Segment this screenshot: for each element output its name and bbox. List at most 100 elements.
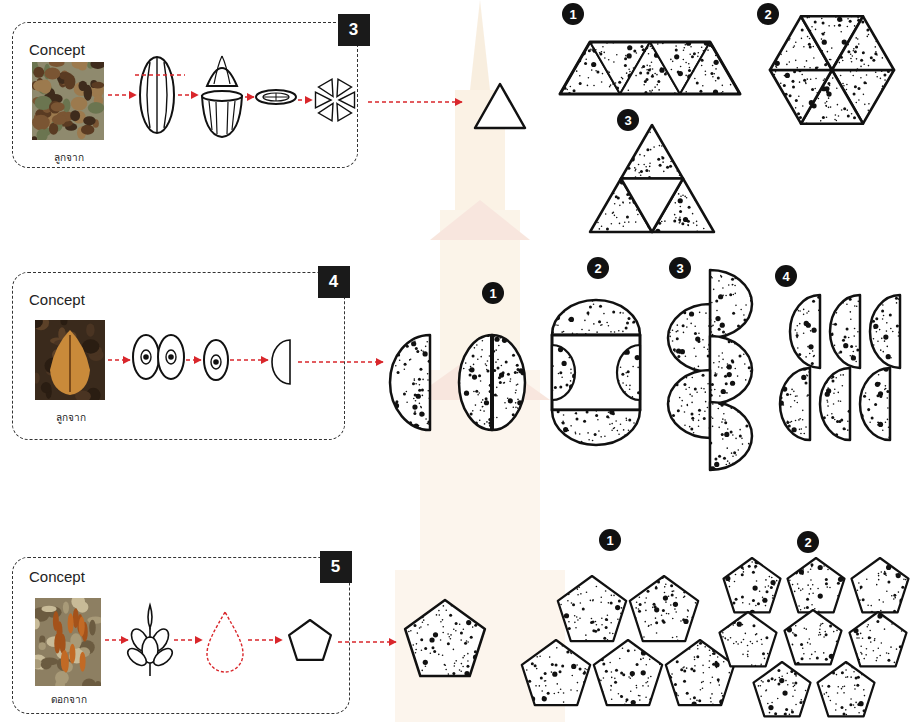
illustration-part: [749, 274, 751, 276]
illustration-part: [714, 374, 717, 377]
illustration-part: [775, 66, 777, 68]
illustration-part: [608, 187, 610, 189]
illustration-part: [677, 324, 679, 326]
illustration-part: [771, 121, 773, 123]
illustration-part: [575, 48, 577, 50]
illustration-part: [830, 300, 833, 303]
illustration-part: [423, 413, 425, 415]
illustration-part: [813, 356, 815, 358]
pattern-tile: [830, 295, 860, 369]
illustration-part: [151, 645, 176, 668]
illustration-part: [678, 307, 680, 309]
illustration-part: [864, 104, 866, 106]
illustration-part: [803, 79, 806, 82]
illustration-part: [415, 383, 417, 385]
illustration-part: [837, 38, 839, 40]
illustration-part: [839, 62, 841, 64]
illustration-part: [579, 82, 582, 85]
illustration-part: [619, 397, 622, 400]
illustration-part: [797, 347, 799, 349]
illustration-part: [863, 63, 865, 65]
illustration-part: [831, 378, 833, 380]
illustration-part: [646, 69, 648, 71]
illustration-part: [837, 392, 839, 394]
illustration-part: [687, 220, 690, 223]
illustration-part: [272, 340, 290, 384]
illustration-part: [713, 73, 715, 75]
illustration-part: [838, 352, 840, 354]
illustration-part: [813, 113, 816, 116]
illustration-part: [847, 420, 849, 422]
illustration-part: [740, 399, 743, 402]
illustration-part: [729, 65, 731, 67]
illustration-part: [854, 88, 856, 90]
illustration-part: [737, 375, 739, 377]
illustration-part: [621, 125, 683, 179]
illustration-part: [885, 108, 888, 111]
illustration-part: [616, 344, 640, 401]
illustration-part: [588, 77, 590, 79]
illustration-part: [492, 335, 525, 430]
pattern-tile: [668, 370, 711, 439]
illustration-part: [688, 63, 690, 65]
illustration-part: [632, 366, 634, 368]
illustration-part: [390, 335, 430, 430]
illustration-part: [690, 427, 693, 430]
illustration-part: [551, 410, 638, 446]
illustration-part: [517, 372, 519, 374]
illustration-part: [809, 46, 812, 49]
illustration-part: [559, 371, 562, 374]
illustration-part: [592, 440, 594, 442]
illustration-part: [679, 373, 682, 376]
illustration-part: [694, 325, 696, 327]
illustration-part: [725, 295, 727, 297]
illustration-part: [831, 416, 834, 419]
illustration-part: [786, 110, 788, 112]
illustration-part: [701, 388, 703, 390]
illustration-part: [824, 32, 826, 34]
illustration-part: [842, 34, 844, 36]
illustration-part: [563, 414, 565, 416]
illustration-part: [599, 52, 602, 55]
illustration-part: [646, 148, 649, 151]
pattern-tile: [820, 368, 851, 440]
illustration-part: [852, 55, 854, 57]
illustration-part: [889, 92, 891, 94]
illustration-part: [461, 339, 463, 341]
illustration-part: [779, 16, 781, 18]
illustration-part: [668, 370, 710, 438]
illustration-part: [837, 104, 839, 106]
illustration-part: [678, 71, 683, 76]
illustration-part: [669, 126, 671, 128]
illustration-part: [614, 203, 616, 205]
illustration-part: [636, 314, 639, 317]
illustration-part: [602, 46, 604, 48]
illustration-part: [566, 384, 569, 387]
illustration-part: [632, 436, 634, 438]
illustration-part: [108, 359, 130, 360]
illustration-part: [846, 109, 848, 111]
illustration-part: [786, 64, 788, 66]
illustration-part: [778, 114, 781, 117]
illustration-part: [475, 404, 477, 406]
illustration-part: [499, 381, 502, 384]
illustration-part: [683, 383, 686, 386]
illustration-part: [836, 420, 839, 423]
illustration-part: [732, 284, 734, 286]
illustration-part: [602, 73, 604, 75]
illustration-part: [681, 81, 684, 84]
illustration-part: [620, 423, 622, 425]
illustration-part: [465, 362, 467, 364]
illustration-part: [480, 410, 482, 412]
illustration-part: [552, 433, 557, 438]
illustration-part: [734, 58, 737, 61]
illustration-part: [705, 312, 707, 314]
illustration-part: [803, 309, 805, 311]
illustration-part: [726, 366, 728, 368]
illustration-part: [698, 409, 701, 412]
illustration-part: [892, 331, 894, 333]
illustration-part: [814, 88, 816, 90]
illustration-part: [875, 317, 878, 320]
illustration-part: [671, 310, 673, 312]
illustration-part: [748, 443, 750, 445]
